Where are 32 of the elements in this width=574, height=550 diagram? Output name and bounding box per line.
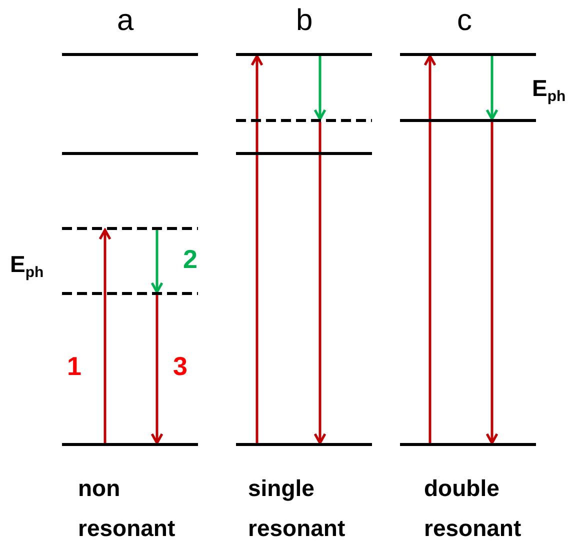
energy-level [400, 119, 536, 122]
energy-level [400, 443, 536, 446]
panel-letter: c [457, 4, 472, 37]
panel-caption: double resonant [424, 474, 522, 543]
arrow [314, 122, 326, 444]
panel-caption: single resonant [248, 474, 346, 543]
energy-level [62, 53, 198, 56]
panel-caption: non resonant [78, 474, 176, 543]
phonon-energy-label: E$_{ph}$ [532, 76, 566, 106]
phonon-energy-label: E$_{ph}$ [10, 252, 44, 282]
virtual-energy-level [236, 119, 372, 122]
arrow [486, 56, 498, 120]
energy-level [236, 152, 372, 155]
energy-level [62, 443, 198, 446]
panel-letter: b [296, 4, 313, 37]
arrow [98, 228, 112, 443]
virtual-energy-level [62, 227, 198, 230]
panel-letter: a [117, 4, 134, 37]
step-number: 2 [183, 245, 198, 274]
virtual-energy-level [62, 292, 198, 295]
arrow [250, 54, 264, 443]
arrow [486, 122, 498, 444]
arrow [150, 295, 164, 444]
energy-level [400, 53, 536, 56]
energy-level [62, 152, 198, 155]
energy-level [236, 53, 372, 56]
arrow [424, 54, 436, 443]
arrow [150, 230, 164, 294]
step-number: 3 [173, 352, 188, 381]
arrow [314, 56, 326, 120]
step-number: 1 [67, 352, 82, 381]
energy-level [236, 443, 372, 446]
